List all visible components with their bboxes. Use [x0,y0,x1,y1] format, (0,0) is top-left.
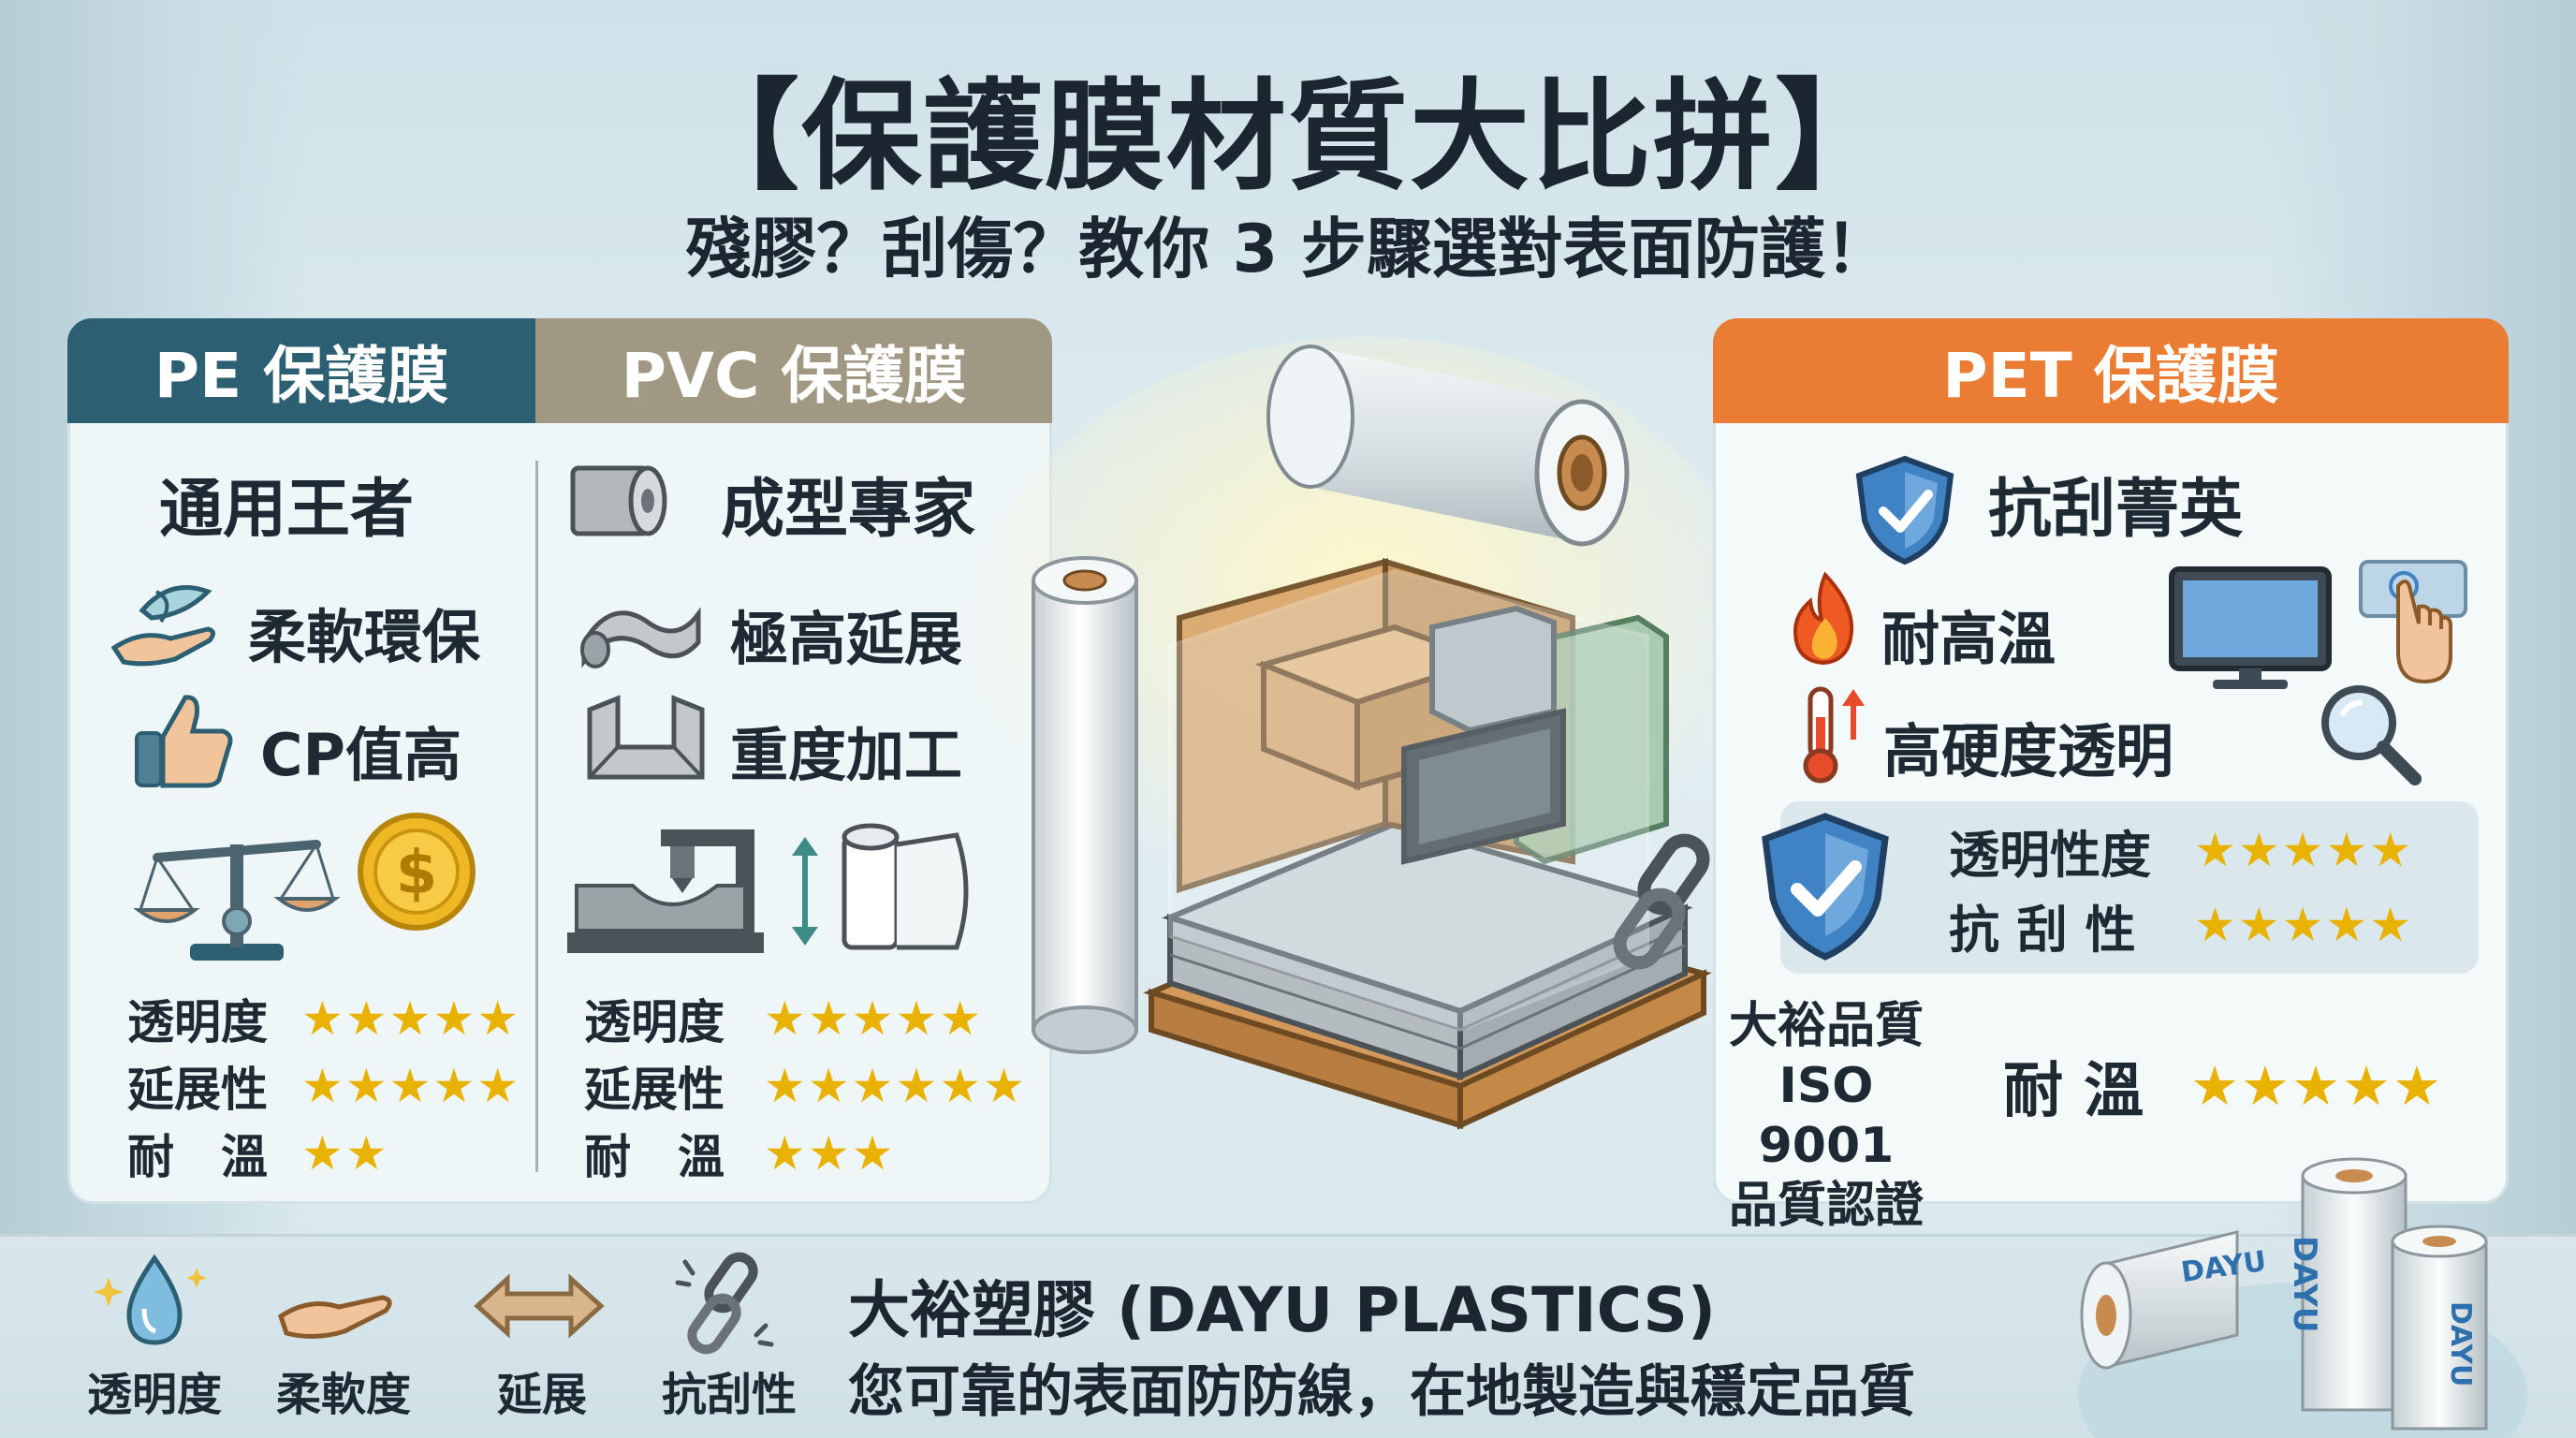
pvc-rating-row: 透明度 ★★★★★ [584,985,1027,1052]
legend-label: 抗刮性 [661,1369,797,1421]
dayu-product-rolls [2078,1152,2546,1438]
pvc-rating-row: 耐 溫 ★★★ [584,1120,1027,1187]
balance-scale-icon [133,816,341,966]
pet-header: PET 保護膜 [1713,318,2509,423]
pet-feature-hardness: 高硬度透明 [1883,717,2174,785]
pet-rating-box [1780,801,2479,974]
cert-line: 品質認證 [1728,1178,1924,1234]
pe-header: PE 保護膜 [67,318,535,423]
pallet-illustration [973,337,1760,1133]
legend-label: 延展 [496,1369,587,1421]
chain-link-icon [1603,831,1724,972]
rating-label: 透明度 [584,995,724,1049]
dollar-coin-icon: $ [356,811,477,932]
rating-stars: ★★★★★ [2190,1054,2443,1118]
rating-label: 抗 刮 性 [1949,900,2136,960]
rating-label: 延展性 [584,1063,724,1117]
legend-label: 透明度 [86,1369,222,1421]
pet-panel [1713,318,2509,1204]
cert-line: 大裕品質 [1728,998,1924,1054]
thumbs-up-icon [129,688,237,791]
rating-label: 耐 溫 [584,1130,724,1184]
double-arrow-icon [474,1273,605,1339]
legend-label: 柔軟度 [275,1369,411,1421]
pvc-heading: 成型專家 [721,473,976,547]
svg-text:$: $ [396,839,438,908]
touch-hand-icon [2357,558,2469,687]
hand-leaf-icon [105,573,227,676]
iso-certification: 大裕品質 ISO 9001 品質認證 [1709,996,1943,1236]
rating-label: 耐 溫 [127,1130,268,1184]
cert-line: ISO 9001 [1758,1058,1895,1174]
film-roll-icon [835,816,975,957]
shield-check-large-icon [1760,813,1891,962]
thermometer-up-icon [1797,683,1872,786]
pe-heading: 通用王者 [159,473,415,547]
press-machine-icon [567,820,773,961]
pe-rating-row: 透明度 ★★★★★ [127,985,520,1052]
pe-pvc-panel [67,318,1052,1204]
vertical-arrow-icon [788,835,822,947]
brand-name: 大裕塑膠 (DAYU PLASTICS) [848,1274,1717,1346]
monitor-icon [2168,565,2333,691]
pe-feature-cp: CP值高 [260,721,461,789]
rating-stars: ★★★★★ [2194,898,2414,952]
rating-label: 透明度 [127,995,268,1049]
pet-rating-row: 透明性度 ★★★★★ [1949,813,2413,888]
rating-label: 耐 溫 [2003,1057,2144,1126]
page-subtitle: 殘膠？刮傷？教你 3 步驟選對表面防護！ [685,211,1891,287]
page-title: 【保護膜材質大比拼】 [679,67,1896,207]
pe-feature-soft: 柔軟環保 [248,603,481,671]
pe-rating-row: 耐 溫 ★★ [127,1120,520,1187]
shield-check-icon [1853,455,1956,565]
rating-stars: ★★★★★★ [764,1059,1027,1113]
chain-link-small-icon [674,1252,777,1356]
pvc-feature-stretch: 極高延展 [730,605,963,673]
roll-brand-label: DAYU [2286,1236,2323,1333]
pvc-rating-row: 延展性 ★★★★★★ [584,1052,1027,1120]
rating-stars: ★★★ [764,1126,896,1181]
roll-brand-label: DAYU [2444,1301,2477,1387]
pet-feature-heat: 耐高溫 [1881,605,2056,673]
pvc-feature-heavy: 重度加工 [730,721,963,789]
pvc-roll-icon [560,449,672,552]
pvc-stretch-icon [575,586,706,670]
water-drop-icon [94,1253,215,1356]
rating-stars: ★★★★★ [301,991,521,1046]
flame-icon [1788,571,1861,666]
brand-tagline: 您可靠的表面防防線，在地製造與穩定品質 [848,1359,1915,1425]
pet-rating-row: 抗 刮 性 ★★★★★ [1949,888,2413,962]
pet-heat-rating: 耐 溫 ★★★★★ [2003,1043,2443,1129]
magnifier-icon [2318,682,2422,786]
rating-label: 透明性度 [1949,825,2151,885]
pvc-bracket-icon [580,691,711,785]
pvc-header: PVC 保護膜 [535,318,1052,423]
rating-stars: ★★★★★ [2194,823,2414,877]
rating-stars: ★★★★★ [764,991,984,1046]
rating-stars: ★★ [301,1126,389,1181]
hand-icon [277,1279,399,1344]
column-divider [535,461,538,1172]
rating-stars: ★★★★★ [301,1059,521,1113]
pet-heading: 抗刮菁英 [1988,473,2244,547]
pe-rating-row: 延展性 ★★★★★ [127,1052,520,1120]
rating-label: 延展性 [127,1063,268,1117]
